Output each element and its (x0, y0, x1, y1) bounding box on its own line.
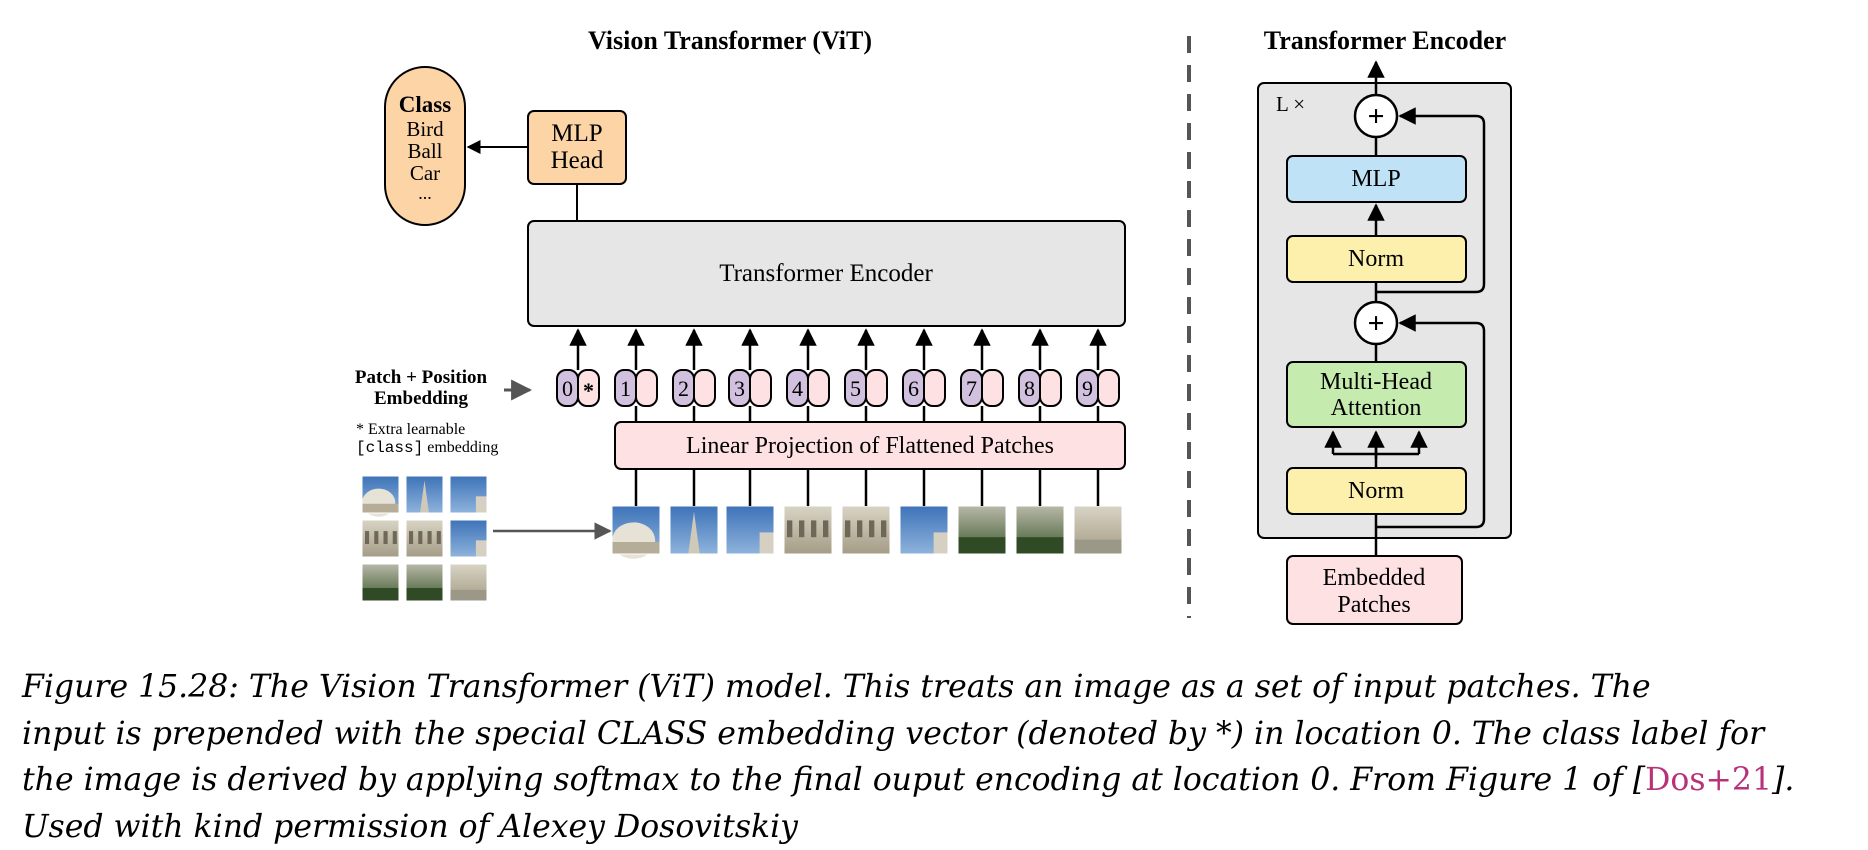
flattened-patch-sequence (611, 469, 1123, 559)
linear-projection-label: Linear Projection of Flattened Patches (686, 433, 1054, 459)
grid-patch-6 (449, 519, 488, 558)
sequence-patch-5 (841, 505, 891, 555)
patch-embedding-6 (923, 369, 946, 407)
grid-patch-4 (361, 519, 400, 558)
position-index-9: 9 (1082, 376, 1093, 401)
grid-patch-5 (405, 519, 444, 558)
add-node-top-symbol: + (1367, 100, 1384, 133)
token-pair-2: 2 (672, 328, 716, 422)
caption-line-1: Figure 15.28: The Vision Transformer (Vi… (22, 669, 1651, 705)
token-pair-5: 5 (844, 328, 888, 422)
embedded-patches-line2: Patches (1337, 592, 1410, 618)
token-pair-1: 1 (614, 328, 658, 422)
norm-bottom-box (1286, 467, 1467, 515)
token-pair-3: 3 (728, 328, 772, 422)
patch-embedding-7 (981, 369, 1004, 407)
patch-embedding-1 (635, 369, 658, 407)
embedding-label-line1: Patch + Position (355, 367, 488, 388)
class-output-box (384, 66, 466, 226)
sequence-patch-1 (611, 505, 661, 559)
position-index-3: 3 (734, 376, 745, 401)
attention-label-line2: Attention (1331, 395, 1422, 421)
token-pair-9: 9 (1076, 328, 1120, 422)
position-index-1: 1 (620, 376, 631, 401)
class-item-ball: Ball (408, 139, 443, 163)
attention-label-line1: Multi-Head (1320, 369, 1432, 395)
sequence-patch-9 (1073, 505, 1123, 555)
mlp-box (1286, 155, 1467, 203)
patch-embedding-3 (749, 369, 772, 407)
add-node-top (1353, 93, 1399, 139)
norm-top-box (1286, 235, 1467, 283)
residual-connection-1 (1376, 314, 1486, 529)
mlp-head-line2: Head (551, 147, 604, 174)
embedded-patches-line1: Embedded (1323, 565, 1426, 591)
sequence-patch-7 (957, 505, 1007, 555)
grid-patch-8 (405, 563, 444, 602)
residual-connection-2 (1376, 107, 1486, 294)
class-item-more: ... (418, 183, 432, 203)
token-pair-6: 6 (902, 328, 946, 422)
sequence-patch-3 (725, 505, 775, 555)
transformer-encoder-label: Transformer Encoder (719, 260, 933, 287)
norm-bottom-label: Norm (1348, 478, 1404, 504)
add-node-bottom-symbol: + (1367, 307, 1384, 340)
token-pair-4: 4 (786, 328, 830, 422)
patch-embedding-5 (865, 369, 888, 407)
grid-patch-9 (449, 563, 488, 602)
mlp-head-line1: MLP (551, 120, 602, 147)
position-index-8: 8 (1024, 376, 1035, 401)
patch-embedding-2 (693, 369, 716, 407)
vit-title: Vision Transformer (ViT) (588, 26, 872, 55)
patch-embedding-0 (577, 369, 600, 407)
patch-embedding-8 (1039, 369, 1062, 407)
citation-link[interactable]: Dos+21 (1645, 762, 1773, 798)
extra-note-line2: [class] embedding (356, 439, 498, 457)
class-item-car: Car (410, 161, 440, 185)
position-index-5: 5 (850, 376, 861, 401)
norm-top-label: Norm (1348, 246, 1404, 272)
figure-caption: Figure 15.28: The Vision Transformer (Vi… (22, 664, 1844, 850)
repeat-label: L × (1276, 92, 1305, 116)
position-index-0: 0 (562, 376, 573, 401)
position-index-2: 2 (678, 376, 689, 401)
grid-patch-7 (361, 563, 400, 602)
patch-embedding-4 (807, 369, 830, 407)
class-heading: Class (399, 92, 451, 117)
sequence-patch-8 (1015, 505, 1065, 555)
embedding-label-line2: Embedding (374, 388, 468, 409)
class-item-bird: Bird (406, 117, 444, 141)
vit-figure: Vision Transformer (ViT) Class Bird Ball… (355, 26, 1512, 625)
add-node-bottom (1353, 300, 1399, 346)
position-index-4: 4 (792, 376, 803, 401)
embedded-patches-box (1286, 555, 1463, 625)
caption-line-3: the image is derived by applying softmax… (22, 762, 1795, 798)
grid-patch-1 (361, 475, 400, 517)
token-pair-8: 8 (1018, 328, 1062, 422)
linear-projection-box (614, 421, 1126, 470)
token-pair-0: 0* (556, 328, 600, 407)
attention-box (1286, 361, 1467, 428)
sequence-patch-6 (899, 505, 949, 555)
mlp-label: MLP (1351, 166, 1400, 192)
transformer-encoder-box (527, 220, 1126, 327)
sequence-patch-4 (783, 505, 833, 555)
extra-note-line1: * Extra learnable (356, 421, 465, 438)
grid-patch-3 (449, 475, 488, 514)
token-pair-7: 7 (960, 328, 1004, 422)
class-token-marker: * (583, 378, 594, 403)
input-image-grid (361, 475, 488, 602)
grid-patch-2 (405, 475, 444, 514)
caption-line-2: input is prepended with the special CLAS… (22, 715, 1765, 752)
patch-embedding-9 (1097, 369, 1120, 407)
sequence-patch-2 (669, 505, 719, 555)
position-index-7: 7 (966, 376, 977, 401)
position-index-6: 6 (908, 376, 919, 401)
caption-line-4: Used with kind permission of Alexey Doso… (22, 808, 798, 845)
encoder-detail-title: Transformer Encoder (1264, 26, 1506, 55)
